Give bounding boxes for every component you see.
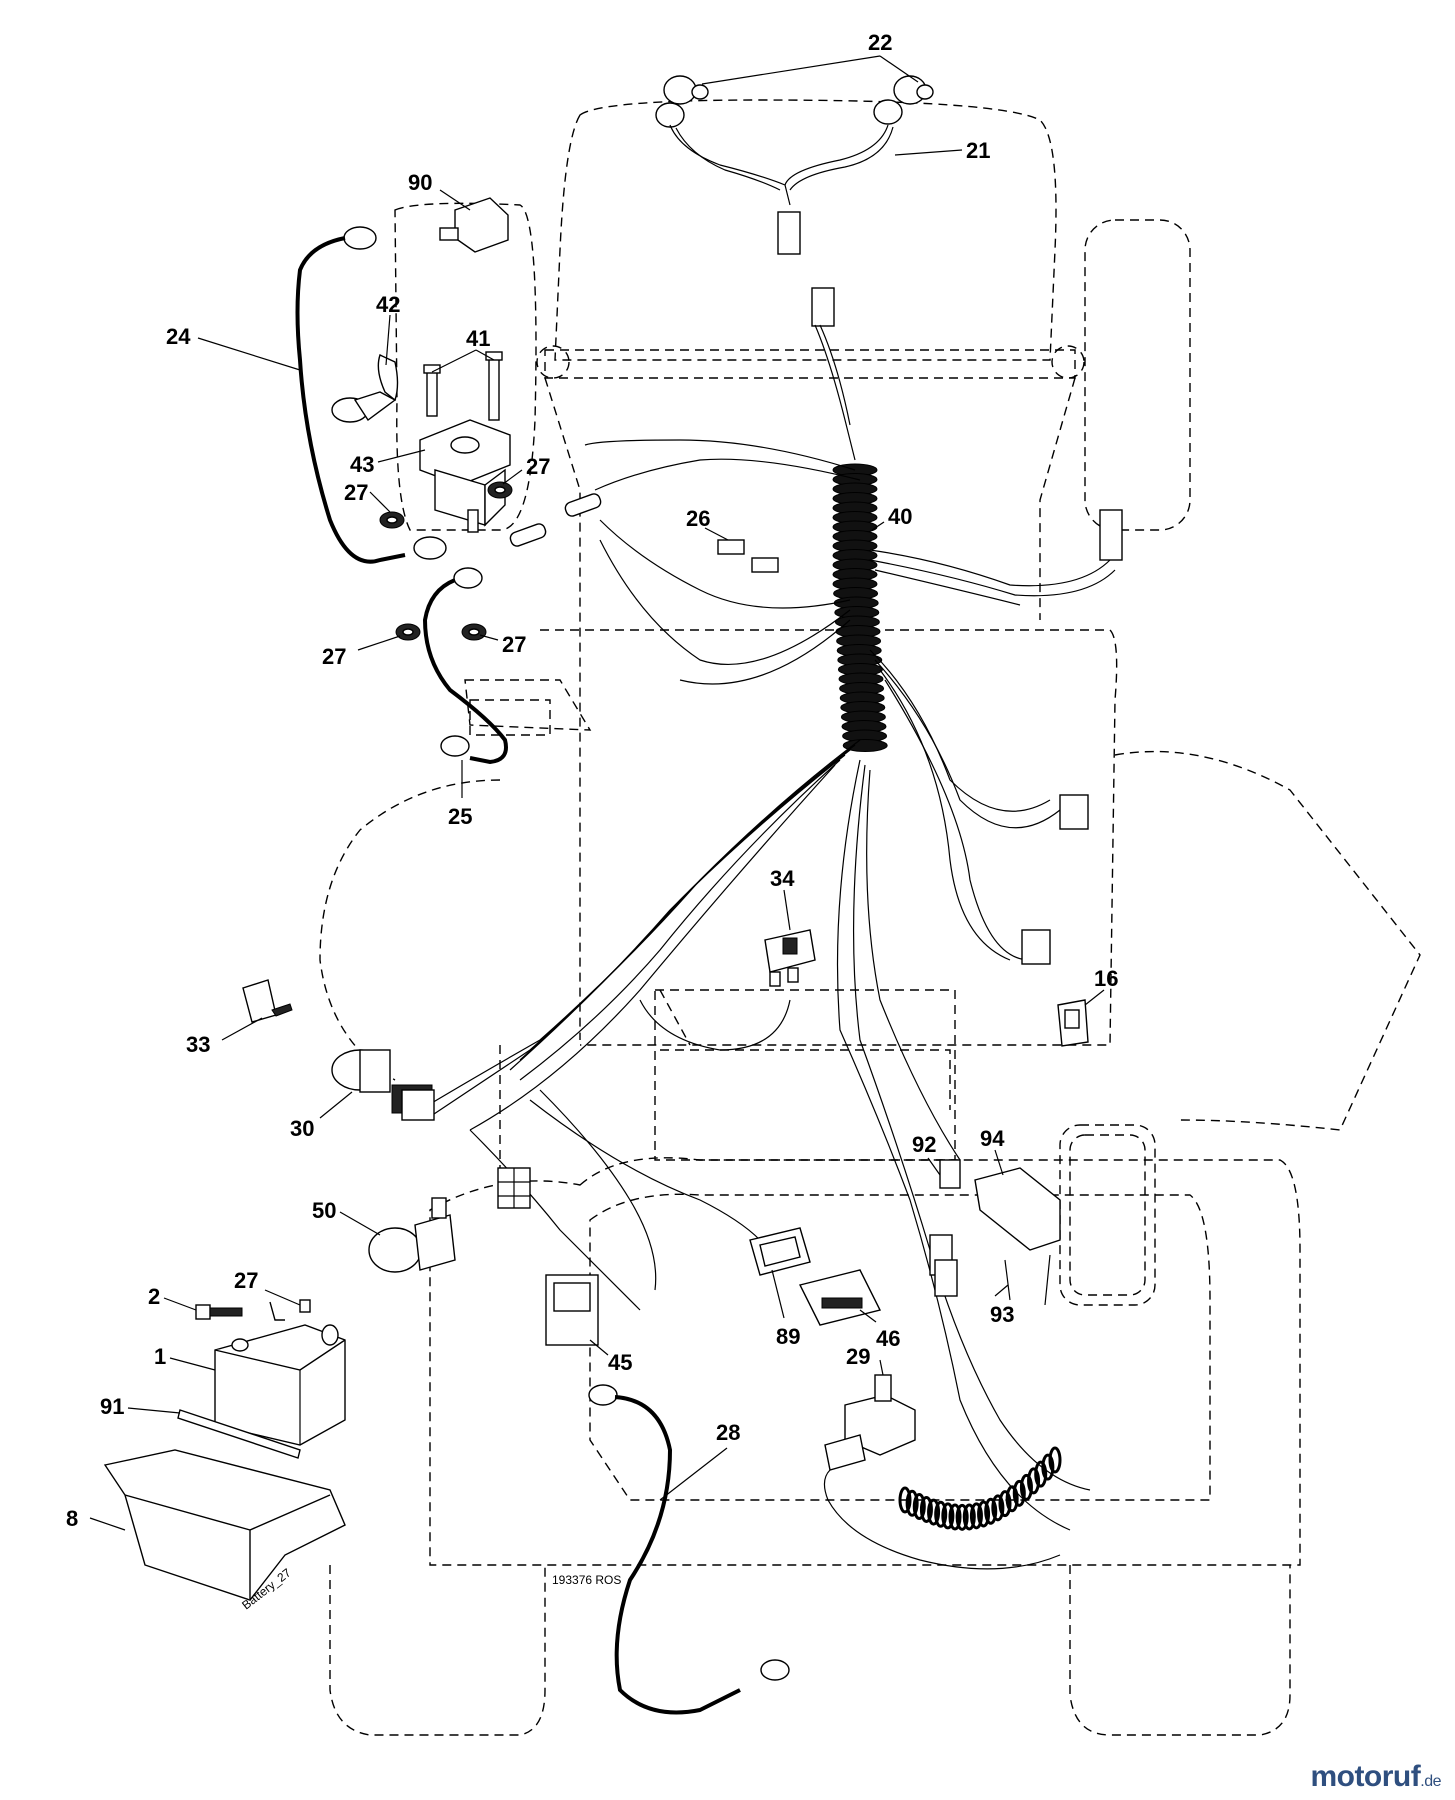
coil-loop: [1034, 1460, 1048, 1488]
coil-loop: [1012, 1479, 1026, 1507]
coil-loop: [941, 1502, 955, 1530]
pto-connector: [1021, 509, 1123, 965]
harness-plug: [497, 1167, 531, 1209]
hour-meter-bezel: [749, 1227, 811, 1276]
callout-2: 2: [148, 1284, 160, 1309]
callout-33: 33: [186, 1032, 210, 1057]
seat-switch: [1057, 999, 1089, 1047]
coil-loop: [977, 1500, 991, 1528]
callout-34: 34: [770, 866, 795, 891]
callout-labels: 22 21 90 42 24 41 43 27 27 26 40 27 27 2…: [66, 30, 1118, 1531]
loom-ring: [842, 739, 888, 752]
light-switch: [764, 929, 816, 987]
callout-8: 8: [66, 1506, 78, 1531]
coil-loop: [927, 1498, 941, 1526]
coil-loop: [912, 1493, 926, 1521]
main-wire-harness: [419, 324, 1116, 1531]
callout-94: 94: [980, 1126, 1005, 1151]
callout-1: 1: [154, 1344, 166, 1369]
coil-loop: [998, 1490, 1012, 1518]
ignition-switch: [331, 1049, 435, 1121]
callout-90: 90: [408, 170, 432, 195]
callout-22: 22: [868, 30, 892, 55]
solenoid-bolts: [423, 351, 503, 421]
callout-41: 41: [466, 326, 490, 351]
hour-meter: [798, 1269, 882, 1326]
coil-loop: [962, 1503, 976, 1531]
ignition-key: [242, 979, 293, 1023]
callout-42: 42: [376, 292, 400, 317]
battery-hold-down-strap: [177, 1409, 301, 1459]
coil-loop: [934, 1500, 948, 1528]
coil-loop: [1048, 1446, 1062, 1474]
callout-93: 93: [990, 1302, 1014, 1327]
watermark-main: motoruf: [1310, 1760, 1421, 1793]
choke-control: [368, 1197, 456, 1273]
ground-cable: [588, 1384, 790, 1715]
coil-loop: [991, 1494, 1005, 1522]
solenoid-to-starter-cable: [422, 567, 508, 765]
coil-loop: [969, 1502, 983, 1530]
callout-91: 91: [100, 1394, 124, 1419]
coil-loop: [1041, 1453, 1055, 1481]
callout-29: 29: [846, 1344, 870, 1369]
callout-30: 30: [290, 1116, 314, 1141]
terminal-boot: [331, 354, 399, 423]
coil-loop: [1027, 1467, 1041, 1495]
watermark-logo: motoruf.de: [1310, 1760, 1441, 1794]
coil-loop: [1005, 1485, 1019, 1513]
ammeter: [545, 1274, 599, 1346]
callout-27: 27: [526, 454, 550, 479]
callout-26: 26: [686, 506, 710, 531]
harness-connector-pair: [717, 539, 779, 573]
leader-lines: [89, 55, 1105, 1531]
callout-16: 16: [1094, 966, 1118, 991]
callout-27: 27: [322, 644, 346, 669]
drawing-number: 193376 ROS: [552, 1573, 621, 1587]
coil-loop: [948, 1503, 962, 1531]
headlight-harness: [669, 124, 894, 327]
coil-loop: [905, 1489, 919, 1517]
callout-21: 21: [966, 138, 990, 163]
callout-27: 27: [502, 632, 526, 657]
inline-fuse: [509, 493, 602, 547]
callout-46: 46: [876, 1326, 900, 1351]
coil-loop: [984, 1497, 998, 1525]
callout-89: 89: [776, 1324, 800, 1349]
coil-loop: [898, 1486, 912, 1514]
coiled-cord: [898, 1446, 1062, 1531]
callout-27: 27: [344, 480, 368, 505]
battery-cable-positive: [295, 226, 447, 564]
coil-loop: [1019, 1473, 1033, 1501]
pto-switch: [824, 1374, 916, 1471]
plunger-switch: [439, 197, 509, 253]
callout-40: 40: [888, 504, 912, 529]
callout-28: 28: [716, 1420, 740, 1445]
callout-45: 45: [608, 1350, 632, 1375]
callout-43: 43: [350, 452, 374, 477]
battery-tray: [103, 1449, 346, 1601]
headlight-bulb-pair: [655, 75, 934, 128]
reverse-switch-assembly: [929, 1159, 1061, 1306]
callout-25: 25: [448, 804, 472, 829]
coil-loop: [919, 1495, 933, 1523]
watermark-suffix: .de: [1420, 1773, 1441, 1790]
battery-terminal-hardware: [195, 1299, 311, 1321]
hex-nuts: [379, 481, 513, 641]
callout-50: 50: [312, 1198, 336, 1223]
callout-27: 27: [234, 1268, 258, 1293]
callout-24: 24: [166, 324, 191, 349]
callout-92: 92: [912, 1132, 936, 1157]
starter-solenoid: [419, 419, 511, 533]
coil-loop: [955, 1503, 969, 1531]
battery: [214, 1324, 346, 1446]
